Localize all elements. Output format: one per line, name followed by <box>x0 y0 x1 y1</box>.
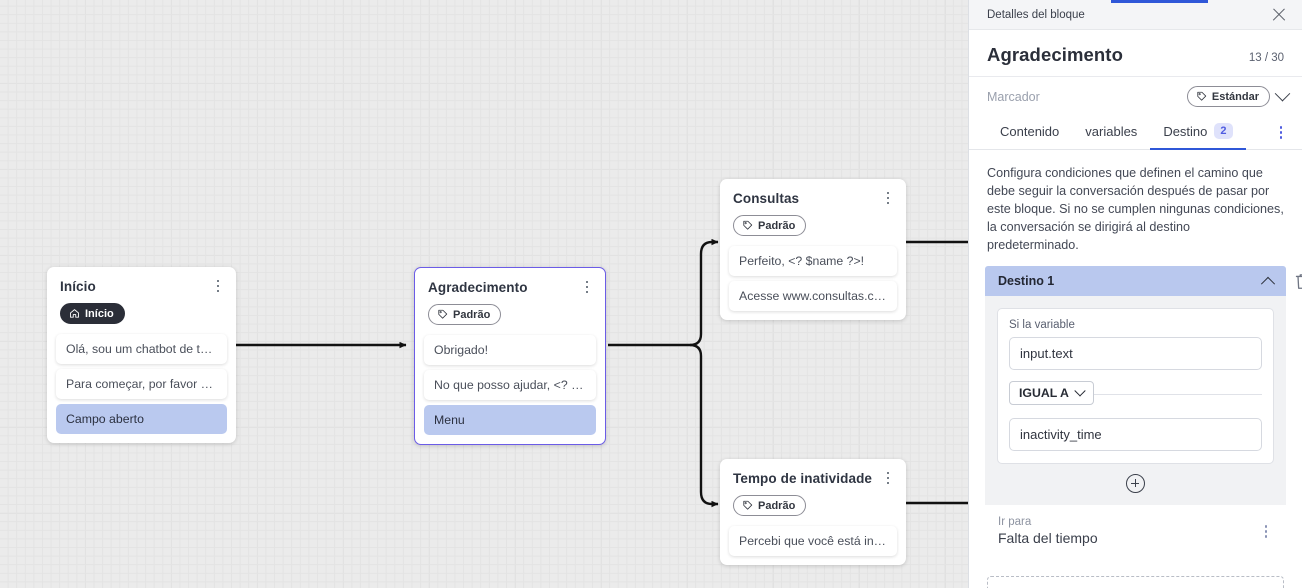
goto-value: Falta del tiempo <box>998 530 1098 546</box>
plus-icon[interactable] <box>1126 474 1145 493</box>
node-badge-label: Padrão <box>758 219 796 232</box>
flow-node-consultas[interactable]: Consultas Padrão Perfeito, <? $name ?>! <box>720 179 906 320</box>
node-badge-inicio[interactable]: Início <box>60 303 125 324</box>
node-badge-label: Início <box>85 307 114 320</box>
flow-canvas[interactable]: Início Início Olá, sou um chatbot de tes… <box>0 0 968 588</box>
destination-body: Si la variable IGUAL A <box>985 296 1286 505</box>
node-badge-padrao[interactable]: Padrão <box>733 495 807 516</box>
panel-title-row: Agradecimento 13 / 30 <box>969 30 1302 77</box>
node-header: Início Início <box>47 267 236 334</box>
close-icon[interactable] <box>1270 6 1288 24</box>
node-header: Tempo de inatividade Padrão <box>720 459 906 526</box>
add-condition-row <box>997 464 1274 495</box>
node-header: Consultas Padrão <box>720 179 906 246</box>
tag-icon <box>438 309 448 319</box>
home-icon <box>70 309 79 318</box>
operator-row: IGUAL A <box>1009 381 1262 407</box>
chevron-down-icon <box>1074 385 1086 397</box>
destination-description: Configura condiciones que definen el cam… <box>987 166 1284 252</box>
node-title: Início <box>60 279 96 294</box>
destination-header-title: Destino 1 <box>998 274 1055 288</box>
char-count: 13 / 30 <box>1248 52 1284 64</box>
tab-label: variables <box>1085 124 1138 139</box>
node-message[interactable]: Para começar, por favor digite o ... <box>56 369 227 399</box>
node-message-selected[interactable]: Campo aberto <box>56 404 227 434</box>
node-message[interactable]: No que posso ajudar, <? $name ... <box>424 370 596 400</box>
tab-label: Contenido <box>1000 124 1060 139</box>
tag-icon <box>743 500 753 510</box>
operator-select[interactable]: IGUAL A <box>1009 381 1094 405</box>
node-messages: Obrigado! No que posso ajudar, <? $name … <box>415 335 605 444</box>
compare-value-input[interactable] <box>1009 418 1262 451</box>
destination-card-1: Destino 1 Si la variable IGUAL A <box>985 266 1302 560</box>
marker-label: Marcador <box>987 89 1040 104</box>
goto-label: Ir para <box>998 516 1032 528</box>
node-menu-button[interactable] <box>881 470 895 486</box>
goto-menu-button[interactable] <box>1259 524 1273 540</box>
tag-icon <box>743 220 753 230</box>
operator-label: IGUAL A <box>1019 386 1069 400</box>
node-message-selected[interactable]: Menu <box>424 405 596 435</box>
node-message[interactable]: Acesse www.consultas.com par... <box>729 281 897 311</box>
node-message[interactable]: Percebi que você está inativo. C... <box>729 526 897 556</box>
node-badge-row: Início <box>60 303 224 324</box>
node-title: Agradecimento <box>428 280 528 295</box>
node-menu-button[interactable] <box>211 278 225 294</box>
destination-header[interactable]: Destino 1 <box>985 266 1286 296</box>
add-destination-button[interactable]: Agregar destino <box>987 576 1284 588</box>
node-messages: Perfeito, <? $name ?>! Acesse www.consul… <box>720 246 906 320</box>
node-badge-label: Padrão <box>758 499 796 512</box>
goto-card[interactable]: Ir para Falta del tiempo <box>985 505 1286 560</box>
node-menu-button[interactable] <box>580 279 594 295</box>
node-messages: Olá, sou um chatbot de teste! Para começ… <box>47 334 236 443</box>
node-badge-padrao[interactable]: Padrão <box>428 304 502 325</box>
block-details-panel: Detalles del bloque Agradecimento 13 / 3… <box>968 0 1302 588</box>
tab-contenido[interactable]: Contenido <box>987 117 1072 150</box>
marker-value-pill[interactable]: Estándar <box>1186 86 1270 107</box>
panel-topbar-title: Detalles del bloque <box>987 8 1085 21</box>
tag-icon <box>1197 91 1207 101</box>
node-menu-button[interactable] <box>881 190 895 206</box>
node-title: Tempo de inatividade <box>733 471 873 486</box>
condition-label: Si la variable <box>1009 319 1075 331</box>
marker-control: Estándar <box>1186 85 1291 107</box>
page-title: Agradecimento <box>987 44 1123 65</box>
trash-icon[interactable] <box>1295 273 1302 290</box>
tab-destino[interactable]: Destino 2 <box>1150 116 1246 150</box>
tab-badge-count: 2 <box>1214 123 1233 139</box>
flow-node-inicio[interactable]: Início Início Olá, sou um chatbot de tes… <box>47 267 236 443</box>
marker-row: Marcador Estándar <box>969 77 1302 116</box>
tab-variables[interactable]: variables <box>1072 117 1150 150</box>
node-message[interactable]: Perfeito, <? $name ?>! <box>729 246 897 276</box>
node-badge-label: Padrão <box>453 308 491 321</box>
marker-value-label: Estándar <box>1211 90 1259 103</box>
node-message[interactable]: Olá, sou um chatbot de teste! <box>56 334 227 364</box>
node-message[interactable]: Obrigado! <box>424 335 596 365</box>
panel-tabs: Contenido variables Destino 2 <box>969 116 1302 150</box>
panel-menu-button[interactable] <box>1274 125 1288 141</box>
add-destination-wrap: Agregar destino <box>969 560 1302 588</box>
chevron-down-icon[interactable] <box>1274 85 1291 102</box>
node-badge-padrao[interactable]: Padrão <box>733 215 807 236</box>
tab-label: Destino <box>1163 123 1208 139</box>
flow-node-agradecimento[interactable]: Agradecimento Padrão Obrigado! No <box>414 267 606 445</box>
flow-node-tempo-de-inatividade[interactable]: Tempo de inatividade Padrão Percebi que … <box>720 459 906 565</box>
top-accent-bar <box>1111 0 1208 3</box>
node-badge-row: Padrão <box>733 215 894 236</box>
variable-input[interactable] <box>1009 337 1262 370</box>
node-badge-row: Padrão <box>428 304 593 325</box>
panel-content: Configura condiciones que definen el cam… <box>969 150 1302 588</box>
condition-box: Si la variable IGUAL A <box>997 308 1274 464</box>
node-messages: Percebi que você está inativo. C... <box>720 526 906 565</box>
panel-topbar: Detalles del bloque <box>969 0 1302 30</box>
chevron-up-icon[interactable] <box>1260 276 1276 291</box>
goto-text: Ir para Falta del tiempo <box>998 515 1098 548</box>
node-header: Agradecimento Padrão <box>415 268 605 335</box>
node-title: Consultas <box>733 191 800 206</box>
node-badge-row: Padrão <box>733 495 894 516</box>
